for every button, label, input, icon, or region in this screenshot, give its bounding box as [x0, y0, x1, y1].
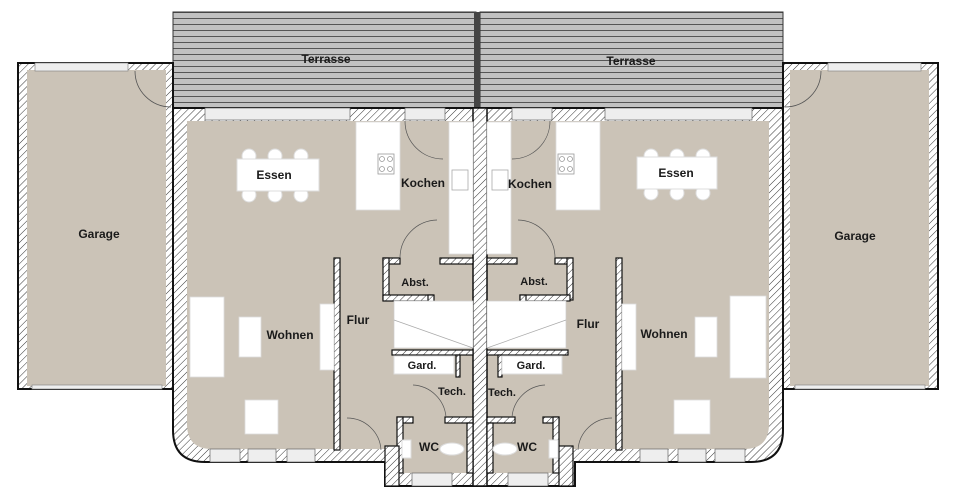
terrace-right [479, 11, 784, 109]
terrace-divider [474, 12, 480, 108]
label-garage-right: Garage [834, 229, 876, 243]
dining-table-right [636, 148, 718, 201]
label-wardrobe-right: Gard. [516, 360, 546, 372]
label-living-left: Wohnen [266, 328, 314, 342]
floor-left [187, 121, 473, 472]
living-furniture-right [621, 295, 767, 435]
label-wc-left: WC [419, 440, 439, 454]
terrace-left [172, 11, 477, 109]
living-furniture-left [189, 296, 335, 435]
label-hall-left: Flur [346, 313, 370, 327]
label-wardrobe-left: Gard. [407, 360, 437, 372]
staircase [393, 300, 567, 349]
label-dining-right: Essen [658, 166, 694, 180]
garage-right [782, 62, 939, 390]
label-tech-right: Tech. [488, 387, 516, 399]
label-living-right: Wohnen [640, 327, 688, 341]
label-dining-left: Essen [256, 168, 292, 182]
garage-left [17, 62, 174, 390]
label-storage-left: Abst. [401, 277, 429, 289]
label-hall-right: Flur [576, 317, 600, 331]
dining-table-left [236, 148, 320, 203]
label-kitchen-left: Kochen [400, 176, 446, 190]
label-tech-left: Tech. [438, 386, 466, 398]
label-storage-right: Abst. [520, 276, 548, 288]
label-terrace-right: Terrasse [606, 54, 656, 68]
windows-top [204, 107, 753, 121]
label-garage-left: Garage [78, 227, 120, 241]
label-kitchen-right: Kochen [507, 177, 553, 191]
windows-bottom [209, 448, 746, 487]
toilet-icon [401, 439, 559, 459]
label-terrace-left: Terrasse [301, 52, 351, 66]
sink-icon [451, 169, 509, 191]
party-wall [472, 107, 488, 487]
label-wc-right: WC [517, 440, 537, 454]
stove-icon [377, 153, 575, 175]
door-swings [346, 120, 613, 451]
wardrobes [393, 355, 563, 375]
